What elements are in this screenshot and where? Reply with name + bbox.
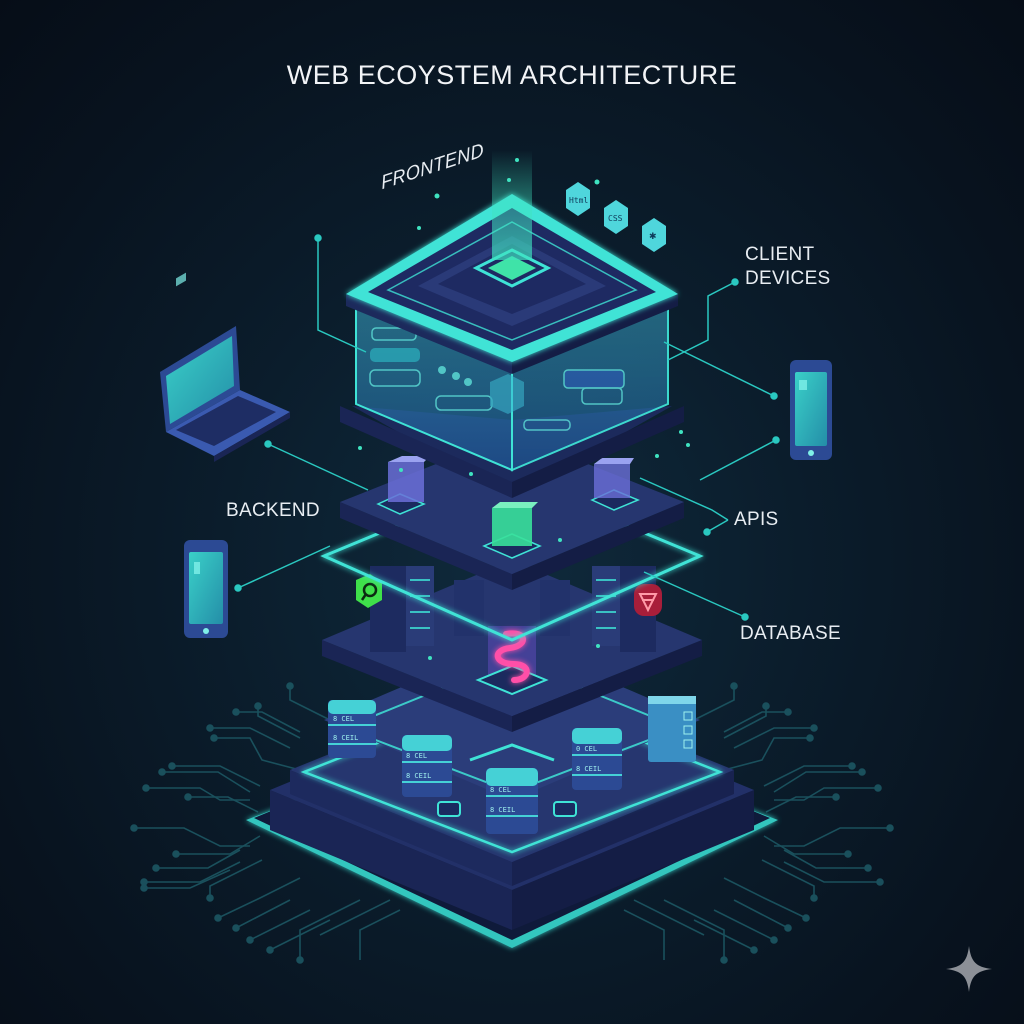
red-badge [634,584,662,616]
label-apis: APIS [734,509,779,530]
label-backend: BACKEND [226,500,320,521]
db-cylinder-2: 8 CEL 8 CEIL [402,735,452,797]
svg-text:8 CEIL: 8 CEIL [576,765,601,773]
frontend-layer [340,194,684,498]
page-title: WEB ECOYSTEM ARCHITECTURE [286,60,738,90]
database-cylinders: 8 CEL 8 CEIL 8 CEL 8 CEIL 8 CEL 8 CEIL 0… [328,696,696,834]
svg-text:8 CEL: 8 CEL [490,786,511,794]
js-badge: ✱ [642,218,666,252]
svg-text:8 CEIL: 8 CEIL [333,734,358,742]
python-snake-icon [475,626,549,696]
svg-text:8 CEL: 8 CEL [333,715,354,723]
server-rack-left [370,566,484,652]
svg-text:0 CEL: 0 CEL [576,745,597,753]
smartphone-icon-right [790,360,832,460]
svg-text:Html: Html [569,196,588,205]
svg-text:✱: ✱ [649,231,657,241]
db-cylinder-1: 8 CEL 8 CEIL [328,700,376,758]
api-layer [340,434,684,590]
tech-badges: Html CSS ✱ [566,182,666,252]
purple-cube-left [376,456,430,515]
svg-text:CSS: CSS [608,214,623,223]
server-rack-right [540,566,656,652]
green-hex-badge [356,574,382,608]
green-cube-center [482,502,542,559]
light-beam [492,150,532,260]
particles [358,158,690,660]
sparkle-icon [946,946,992,992]
laptop-icon [160,272,290,462]
circuit-traces [130,682,894,964]
svg-text:8 CEIL: 8 CEIL [490,806,515,814]
label-client-devices-line2: DEVICES [745,268,831,289]
svg-text:8 CEIL: 8 CEIL [406,772,431,780]
db-cylinder-3: 8 CEL 8 CEIL [486,768,538,834]
html-badge: Html [566,182,590,216]
leader-lines [234,234,780,621]
file-cabinet [648,696,696,762]
label-client-devices-line1: CLIENT [745,244,815,265]
purple-cube-right [590,458,640,511]
backend-layer [322,560,702,732]
label-client-devices: CLIENT DEVICES [745,243,831,291]
db-cylinder-4: 0 CEL 8 CEIL [572,728,622,790]
label-database: DATABASE [740,623,841,644]
css-badge: CSS [604,200,628,234]
smartphone-icon-left [184,540,228,638]
svg-text:8 CEL: 8 CEL [406,752,427,760]
